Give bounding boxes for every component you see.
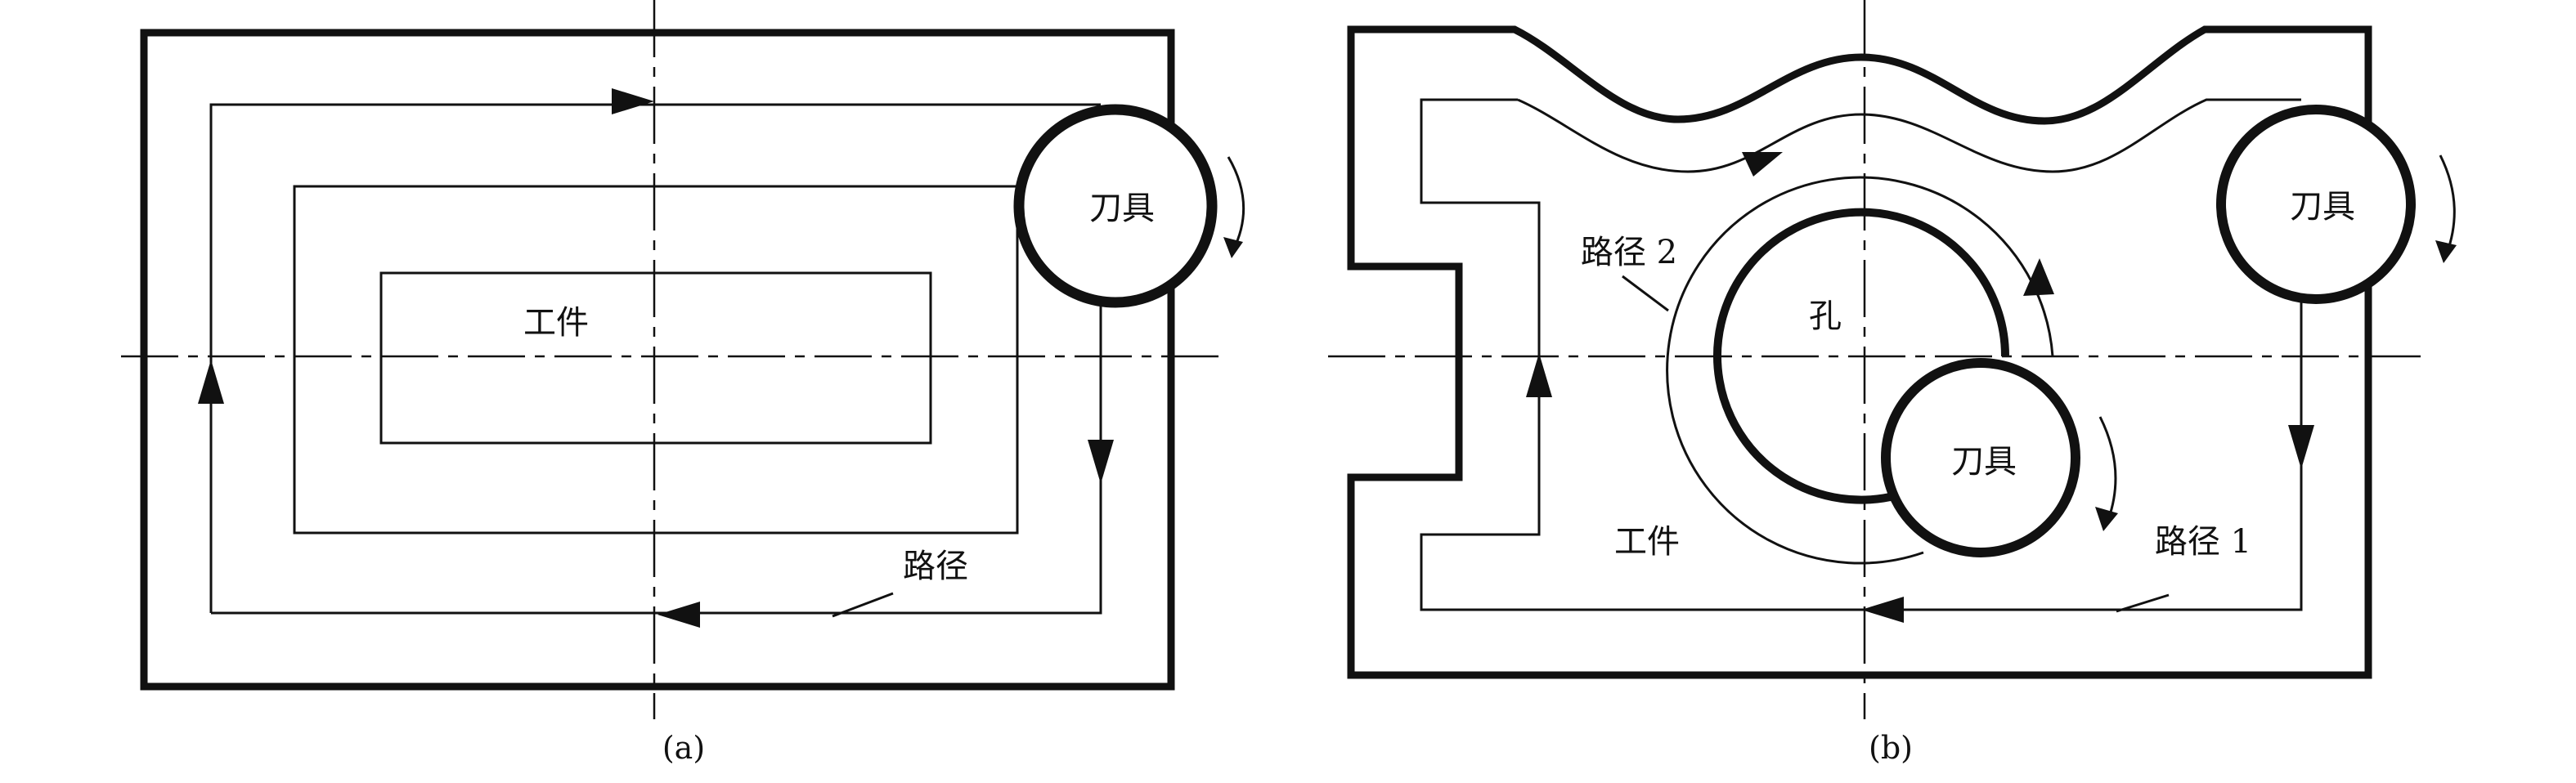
b-path1-right-bottom-left — [1420, 298, 2303, 611]
b-path1-arrow-top-icon — [1742, 152, 1783, 177]
a-rotation-arc — [1227, 156, 1245, 251]
b-caption: (b) — [1869, 730, 1913, 766]
a-inner-rect-middle — [293, 185, 1019, 535]
b-workpiece-label: 工件 — [1614, 523, 1680, 561]
a-caption: (a) — [662, 730, 705, 766]
a-inner-rect-innermost — [379, 271, 932, 445]
b-hole-label: 孔 — [1809, 298, 1842, 335]
b-hole-arrow-icon — [2023, 258, 2054, 296]
b-path1-arrow-left-icon — [1861, 597, 1904, 623]
b-path1-arrow-up-icon — [1526, 353, 1552, 397]
a-arrow-right-icon — [612, 88, 654, 114]
a-tool-path-right-bottom — [211, 282, 1102, 615]
a-tool-circle — [1013, 104, 1218, 308]
b-path1-top-wave — [1517, 98, 2301, 173]
panel-b: 孔 刀具 刀具 路径 2 工件 路径 1 (b) — [1328, 0, 2457, 766]
a-tool-label: 刀具 — [1089, 190, 1155, 227]
a-workpiece-label: 工件 — [523, 304, 589, 342]
b-path1-leader-line — [2116, 593, 2170, 613]
b-hole-outline — [1713, 208, 2009, 504]
b-hole-rotation-arc — [2098, 416, 2117, 521]
b-path2-circle — [1666, 176, 2054, 565]
b-right-rotation-arc — [2439, 154, 2456, 254]
a-rotation-arrow-icon — [1223, 237, 1243, 258]
b-path1-left-upper — [1420, 98, 1541, 356]
panel-a: 刀具 工件 路径 (a) — [121, 0, 1245, 766]
b-right-tool-circle — [2216, 105, 2416, 304]
b-path1-arrow-down-icon — [2288, 425, 2314, 469]
a-arrow-down-icon — [1088, 440, 1114, 484]
a-tool-path-left-top — [209, 103, 1101, 613]
b-hole-tool-label: 刀具 — [1951, 443, 2017, 481]
a-arrow-up-icon — [198, 360, 224, 404]
b-hole-tool-circle — [1881, 358, 2080, 557]
a-workpiece-outline — [140, 29, 1175, 691]
b-hole-rotation-arrow-icon — [2095, 507, 2118, 531]
b-right-tool-label: 刀具 — [2290, 188, 2355, 226]
a-arrow-left-icon — [657, 602, 700, 628]
b-workpiece-outline — [1347, 25, 2372, 679]
b-right-rotation-arrow-icon — [2435, 240, 2457, 263]
b-path1-label: 路径 1 — [2155, 523, 2251, 561]
a-path-label: 路径 — [903, 548, 968, 585]
a-path-leader-line — [832, 592, 894, 618]
b-path2-leader-line — [1622, 275, 1669, 312]
b-path2-label: 路径 2 — [1581, 234, 1677, 271]
